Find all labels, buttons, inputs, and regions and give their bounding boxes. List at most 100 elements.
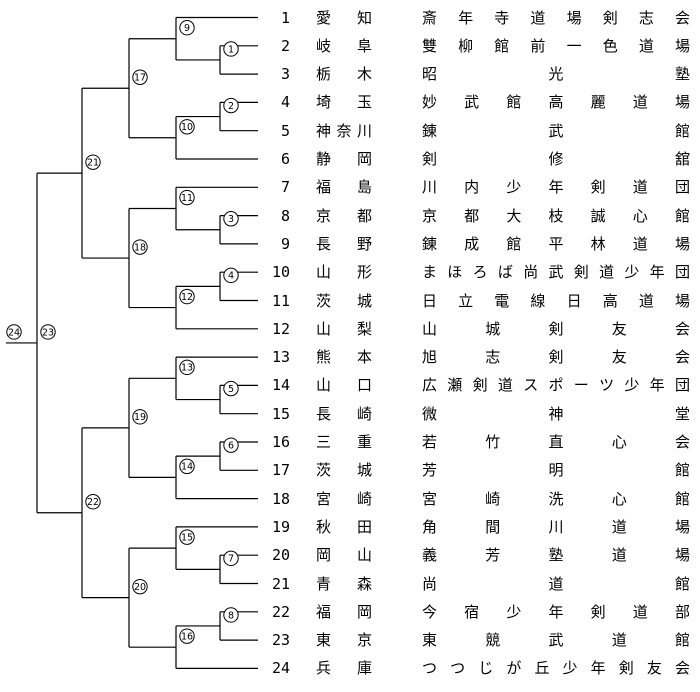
match-number: 1 xyxy=(228,44,234,55)
match-label: 19 xyxy=(132,409,148,425)
team-club: 川内少年剣道団 xyxy=(422,178,690,197)
match-number: 8 xyxy=(228,610,234,621)
team-prefecture: 山梨 xyxy=(316,319,372,338)
team-number: 16 xyxy=(271,433,290,451)
team-club: 若竹直心会 xyxy=(422,433,690,451)
team-club: 雙柳館前一色道場 xyxy=(422,36,690,55)
match-number: 14 xyxy=(181,462,193,473)
match-label: 11 xyxy=(179,189,195,206)
match-label: 14 xyxy=(179,458,195,475)
match-label: 4 xyxy=(223,267,239,284)
match-label: 2 xyxy=(223,97,239,114)
team-row: 11 茨城 日立電線日高道場 xyxy=(0,289,700,313)
team-club: 義芳塾道場 xyxy=(422,546,690,565)
team-prefecture: 長野 xyxy=(316,234,372,253)
team-number: 10 xyxy=(271,263,290,282)
team-prefecture: 岡山 xyxy=(316,546,372,565)
team-number: 17 xyxy=(271,461,290,480)
team-prefecture: 京都 xyxy=(316,206,372,225)
match-label: 24 xyxy=(6,324,22,340)
match-label: 18 xyxy=(132,239,148,255)
team-number: 21 xyxy=(271,574,290,593)
team-prefecture: 福岡 xyxy=(316,602,372,621)
match-number: 24 xyxy=(8,327,20,338)
team-prefecture: 三重 xyxy=(316,433,372,451)
team-number: 9 xyxy=(280,234,290,253)
team-number: 4 xyxy=(280,93,290,112)
match-label-circle xyxy=(223,607,239,623)
match-number: 18 xyxy=(134,242,146,253)
match-label-circle xyxy=(223,380,239,397)
match-label-circle xyxy=(223,211,239,227)
team-club: 昭光塾 xyxy=(422,65,690,84)
match-label-circle xyxy=(40,324,56,340)
match-label: 7 xyxy=(223,550,239,567)
match-number: 4 xyxy=(228,271,234,282)
team-number: 19 xyxy=(271,517,290,536)
team-number: 20 xyxy=(271,546,290,565)
team-club: 山城剣友会 xyxy=(422,319,690,338)
match-number: 2 xyxy=(228,101,234,112)
match-label: 16 xyxy=(179,628,195,644)
match-label-circle xyxy=(132,239,148,255)
match-number: 22 xyxy=(87,497,99,508)
team-club: まほろば尚武剣道少年団 xyxy=(422,263,690,282)
team-row: 12 山梨 山城剣友会 xyxy=(0,317,700,341)
match-label-circle xyxy=(179,458,195,475)
team-number: 12 xyxy=(271,319,290,338)
team-number: 11 xyxy=(271,291,290,310)
team-prefecture: 東京 xyxy=(316,631,372,650)
team-club: 芳明館 xyxy=(422,461,690,480)
team-number: 1 xyxy=(280,8,290,27)
match-number: 15 xyxy=(181,532,193,543)
match-label-circle xyxy=(132,409,148,425)
team-prefecture: 岐阜 xyxy=(316,36,372,55)
team-prefecture: 兵庫 xyxy=(316,659,372,678)
match-label-circle xyxy=(223,267,239,284)
match-number: 12 xyxy=(181,292,193,303)
team-club: 剣修舘 xyxy=(422,150,690,168)
team-club: つつじが丘少年剣友会 xyxy=(422,659,690,678)
team-prefecture: 茨城 xyxy=(316,291,372,310)
match-number: 21 xyxy=(87,157,99,168)
match-number: 16 xyxy=(181,631,193,642)
match-label-circle xyxy=(179,529,195,545)
match-label-circle xyxy=(132,578,148,595)
team-prefecture: 埼玉 xyxy=(316,93,372,112)
match-number: 13 xyxy=(181,363,193,374)
match-label: 21 xyxy=(85,154,101,170)
match-label: 8 xyxy=(223,607,239,623)
team-row: 20 岡山 義芳塾道場 xyxy=(0,543,700,567)
team-club: 京都大枝誠心館 xyxy=(422,206,690,225)
team-club: 錬武館 xyxy=(422,121,690,140)
team-club: 日立電線日高道場 xyxy=(422,291,690,310)
match-label-circle xyxy=(223,41,239,57)
match-number: 3 xyxy=(228,214,234,225)
team-row: 16 三重 若竹直心会 xyxy=(0,430,700,454)
match-label: 1 xyxy=(223,41,239,57)
match-number: 19 xyxy=(134,412,146,423)
match-label: 13 xyxy=(179,359,195,376)
team-prefecture: 熊本 xyxy=(316,348,372,367)
bracket-lines xyxy=(6,16,258,670)
match-number: 20 xyxy=(134,582,146,593)
match-label: 12 xyxy=(179,288,195,305)
team-club: 微神堂 xyxy=(422,404,690,423)
team-number: 18 xyxy=(271,489,290,508)
team-number: 6 xyxy=(280,150,290,168)
team-prefecture: 山口 xyxy=(316,376,372,395)
